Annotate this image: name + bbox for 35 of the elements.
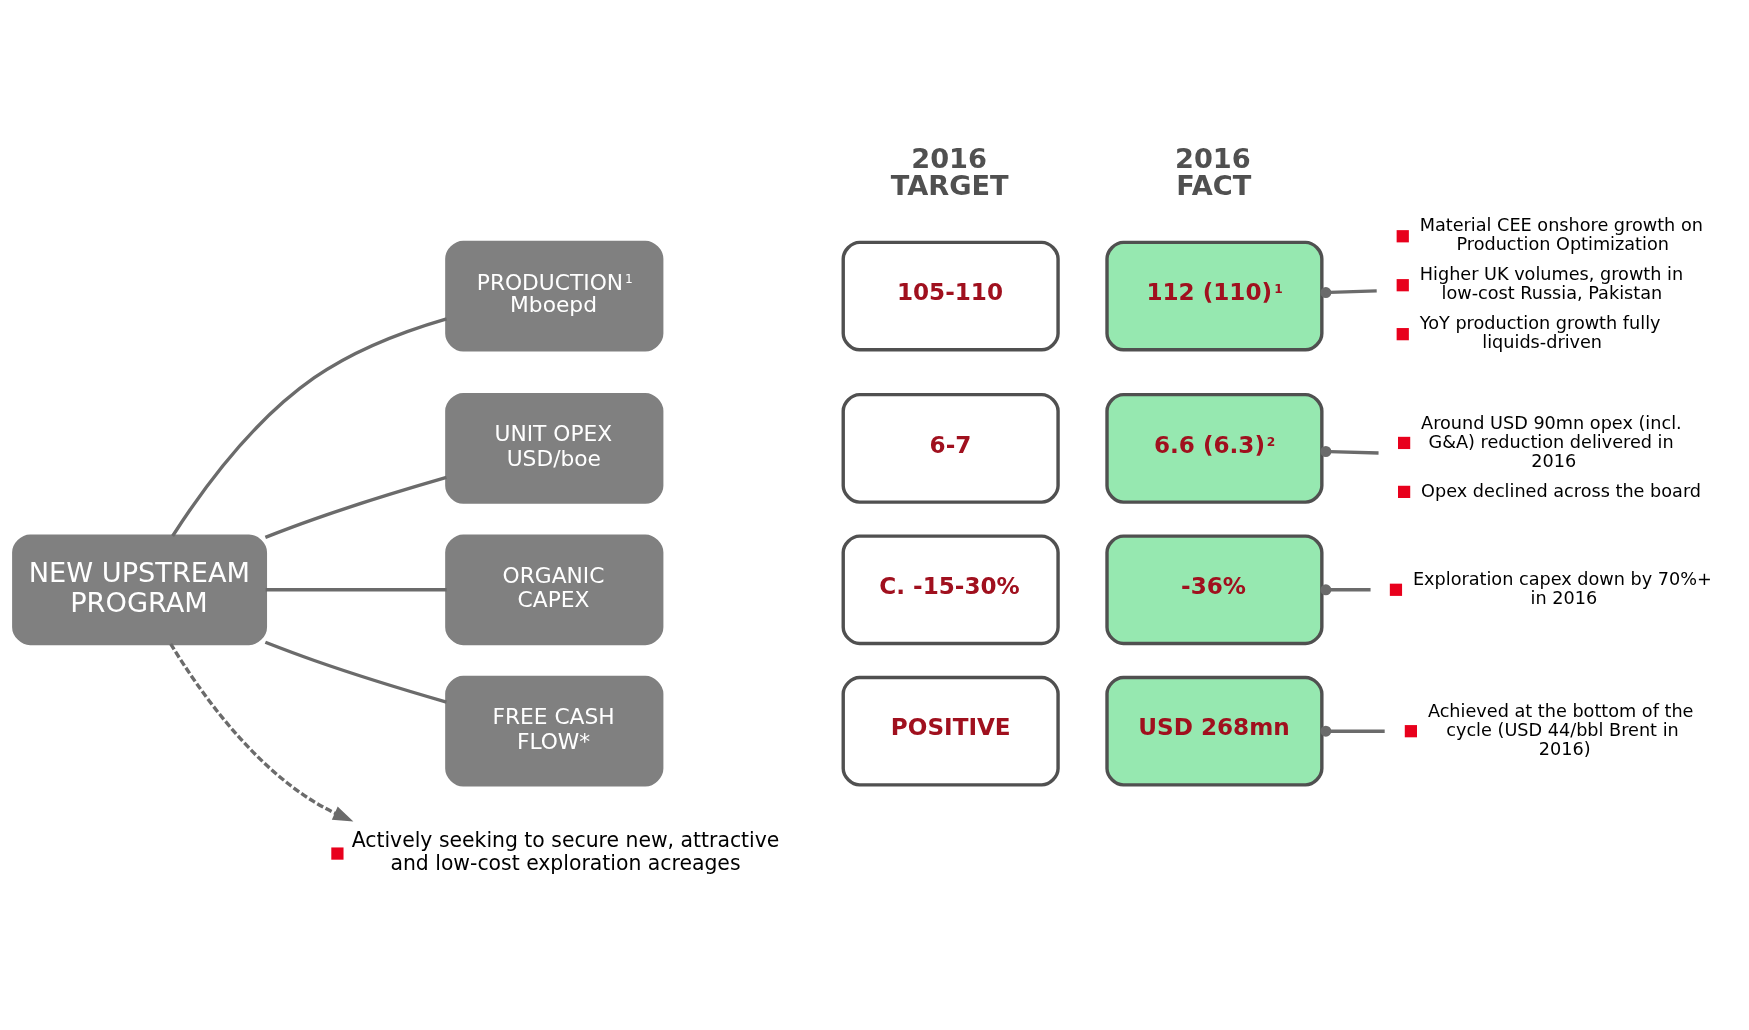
connector: [264, 640, 447, 704]
node-box: POSITIVE: [841, 675, 1060, 787]
node-label: YoY production growth fully liquids-driven: [1419, 313, 1661, 353]
connector: [1320, 446, 1379, 457]
node-box: 105-110: [841, 240, 1060, 352]
node-label: Around USD 90mn opex (incl. G&A) reduction delivered in 2016: [1421, 412, 1682, 471]
node-box: FREE CASH FLOW*: [445, 675, 664, 787]
node-label: Material CEE onshore growth on Production Optimization: [1419, 215, 1703, 255]
node-box: -36%: [1105, 534, 1324, 646]
node-box: 6-7: [841, 392, 1060, 504]
connector: [1320, 287, 1377, 299]
node-box: ORGANIC CAPEX: [445, 534, 664, 646]
node-box: 112 (110)$^{1}$: [1105, 240, 1324, 352]
node-box: [1404, 725, 1418, 738]
node-label: Actively seeking to secure new, attractive and low-cost exploration acreages: [351, 827, 780, 875]
node-box: [331, 847, 344, 860]
node-label: Higher UK volumes, growth in low-cost Russia, Pakistan: [1419, 264, 1684, 304]
node-label: Achieved at the bottom of the cycle (USD 44/bbl Brent in 2016): [1427, 700, 1694, 759]
connector: [1320, 725, 1385, 737]
connector: [1320, 584, 1371, 596]
node-box: C. -15-30%: [841, 534, 1060, 646]
node-box: USD 268mn: [1105, 675, 1324, 787]
connector: [171, 317, 448, 537]
connector: [265, 588, 447, 592]
label: 2016 FACT: [1175, 143, 1252, 202]
node-label: Exploration capex down by 70%+ in 2016: [1412, 568, 1712, 608]
node-box: UNIT OPEX USD/boe: [445, 392, 664, 504]
node-box: PRODUCTION$^{1}$ Mboepd: [445, 240, 664, 352]
node-box: [1389, 583, 1403, 596]
label: 2016 TARGET: [890, 143, 1009, 202]
node-box: 6.6 (6.3)$^{2}$: [1105, 392, 1324, 504]
arrow: [169, 642, 354, 822]
node-box: NEW UPSTREAM PROGRAM: [12, 534, 268, 646]
connector: [264, 475, 447, 539]
node-label: Opex declined across the board: [1421, 480, 1702, 501]
